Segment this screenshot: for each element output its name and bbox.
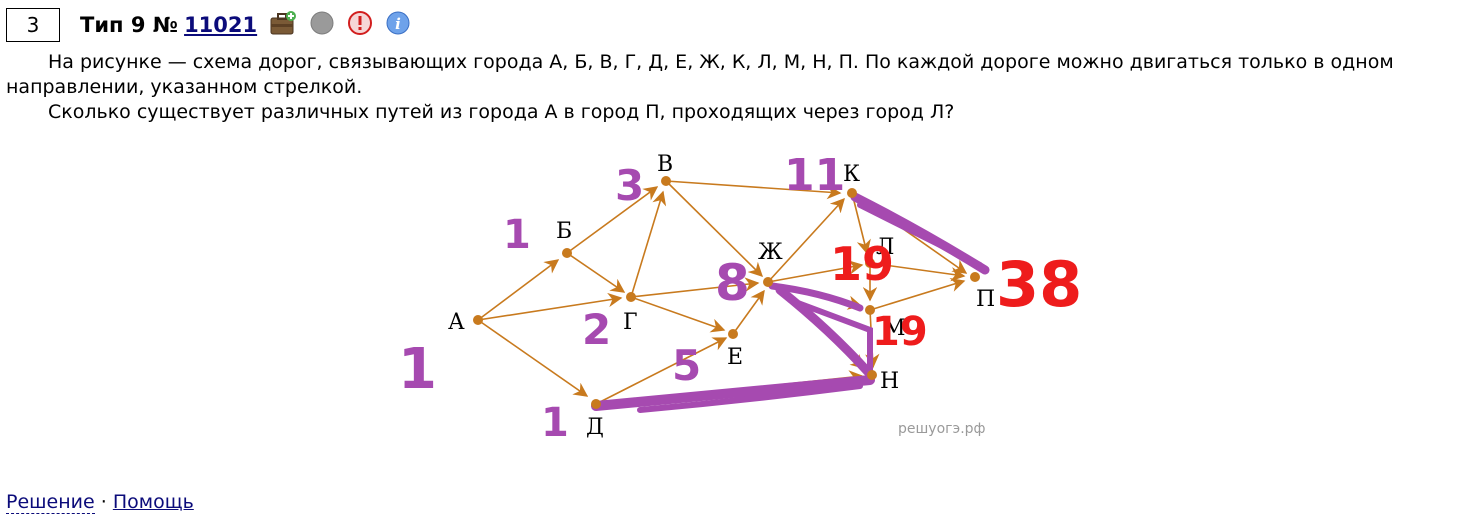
warning-icon[interactable]: [347, 10, 373, 40]
node-g: [626, 292, 636, 302]
edge-g-zh: [630, 277, 760, 298]
edge-b-v: [566, 186, 659, 254]
scribble-zh-n-2: [787, 297, 873, 375]
footer-separator: ·: [100, 491, 107, 513]
edge-l-p: [869, 262, 966, 282]
task-number-box: 3: [6, 8, 60, 42]
footer-links: Решение · Помощь: [6, 491, 194, 514]
annot-b: 1: [503, 212, 531, 258]
edge-g-v: [630, 190, 667, 298]
node-p: [970, 272, 980, 282]
edge-d-e: [595, 337, 728, 405]
node-l: [865, 258, 875, 268]
label-v: В: [657, 152, 673, 177]
svg-text:i: i: [395, 15, 401, 33]
edge-g-e: [630, 296, 726, 333]
annot-p: 38: [996, 248, 1082, 321]
label-p: П: [976, 287, 995, 312]
label-l: Л: [876, 235, 894, 260]
briefcase-icon[interactable]: [269, 10, 297, 40]
edge-b-g: [566, 252, 626, 293]
annot-g: 2: [582, 305, 611, 354]
task-number: 3: [26, 13, 40, 37]
node-d: [591, 399, 601, 409]
watermark: решуогэ.рф: [898, 421, 986, 437]
task-type-label: Тип 9 №: [80, 13, 179, 37]
node-e: [728, 329, 738, 339]
label-e: Е: [727, 345, 743, 370]
label-b: Б: [556, 219, 572, 244]
info-icon[interactable]: i: [385, 10, 411, 40]
node-a: [473, 315, 483, 325]
node-n: [867, 370, 877, 380]
edge-a-b: [477, 259, 560, 321]
node-k: [847, 188, 857, 198]
problem-line-2: Сколько существует различных путей из го…: [48, 101, 955, 123]
label-g: Г: [623, 310, 638, 335]
annot-zh: 8: [715, 254, 750, 312]
edge-a-d: [477, 319, 589, 397]
annot-d: 1: [541, 400, 569, 446]
edge-zh-l: [767, 260, 864, 283]
label-k: К: [843, 162, 860, 187]
task-header: 3 Тип 9 № 11021 i: [6, 7, 411, 43]
edge-m-p: [869, 277, 966, 311]
label-a: А: [448, 310, 465, 335]
node-zh: [763, 277, 773, 287]
edge-k-l: [851, 192, 871, 255]
graph-nodes: [473, 176, 980, 409]
annot-m: 19: [872, 309, 928, 355]
scribble-zh-m: [768, 282, 864, 312]
purple-scribbles: [591, 192, 990, 413]
scribble-k-p-2: [857, 202, 983, 268]
node-v: [661, 176, 671, 186]
node-m: [865, 305, 875, 315]
label-n: Н: [880, 369, 899, 394]
annot-l: 19: [830, 237, 894, 291]
edge-v-k: [665, 180, 842, 200]
label-zh: Ж: [758, 240, 783, 265]
annot-a: 1: [398, 337, 437, 402]
task-id-link[interactable]: 11021: [184, 13, 258, 37]
edge-zh-k: [767, 197, 845, 283]
node-b: [562, 248, 572, 258]
label-m: М: [883, 316, 906, 341]
annot-k: 11: [784, 150, 845, 201]
annot-e: 5: [672, 341, 701, 390]
problem-line-1: На рисунке — схема дорог, связывающих го…: [6, 51, 1394, 98]
edge-v-zh: [665, 180, 764, 278]
label-d: Д: [586, 415, 604, 440]
scribble-d-n: [591, 375, 875, 411]
gray-circle-icon[interactable]: [309, 10, 335, 40]
solution-link[interactable]: Решение: [6, 491, 95, 514]
edge-e-zh: [732, 289, 765, 335]
help-link[interactable]: Помощь: [112, 491, 194, 513]
edge-a-g: [477, 292, 623, 321]
annot-v: 3: [615, 161, 644, 210]
scribble-d-n-2: [637, 383, 863, 413]
problem-text: На рисунке — схема дорог, связывающих го…: [6, 50, 1446, 125]
